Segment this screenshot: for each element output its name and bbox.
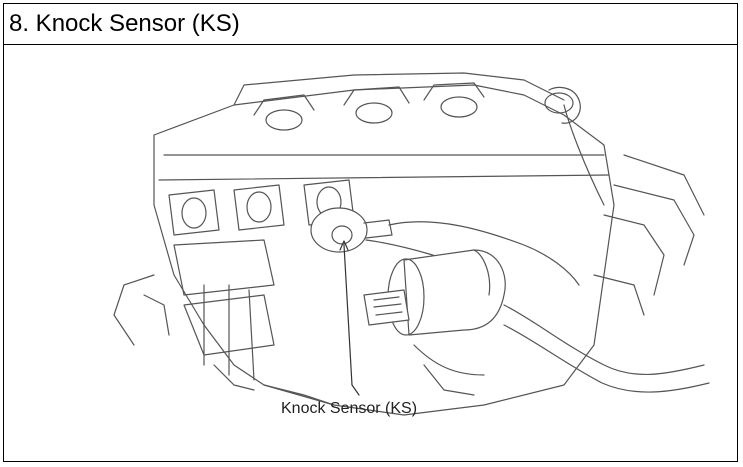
engine-illustration: Knock Sensor (KS) [4, 45, 737, 461]
section-header: 8. Knock Sensor (KS) [4, 4, 737, 45]
document-frame: 8. Knock Sensor (KS) [3, 3, 738, 462]
engine-line-drawing [113, 72, 710, 416]
knock-sensor-callout-label: Knock Sensor (KS) [281, 400, 418, 417]
section-title: 8. Knock Sensor (KS) [9, 10, 240, 37]
